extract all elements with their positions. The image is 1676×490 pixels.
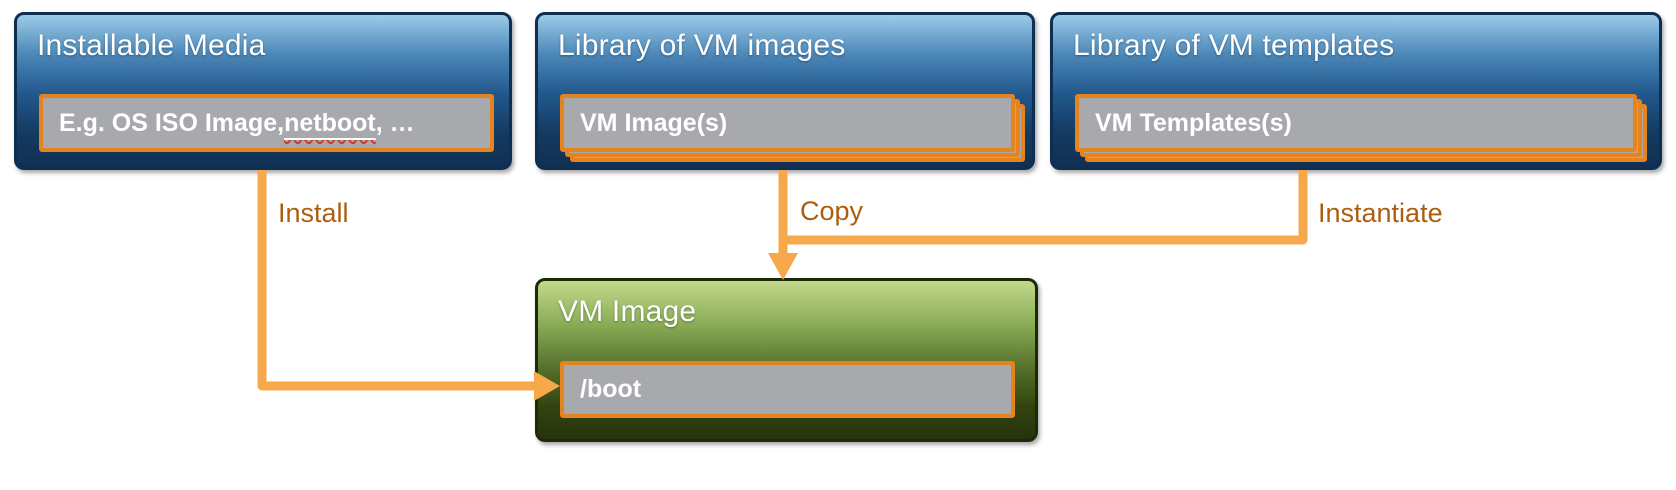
panel-title-vm-image: VM Image [558, 295, 697, 328]
slot-text-boot: /boot [580, 375, 642, 403]
slot-vm-templates-item: VM Templates(s) [1075, 94, 1637, 152]
slot-installable-media-item: E.g. OS ISO Image, netboot, … [39, 94, 494, 152]
panel-vm-images-library: Library of VM images VM Image(s) [535, 12, 1035, 170]
copy-arrowhead-icon [768, 253, 798, 280]
install-arrow-label: Install [278, 198, 349, 228]
slot-text-part-1: E.g. OS ISO Image, [59, 108, 285, 137]
slot-text-part-3: , … [375, 108, 415, 137]
copy-arrow-label: Copy [800, 196, 864, 226]
slot-vm-images-item: VM Image(s) [560, 94, 1015, 152]
slot-vm-image-boot: /boot [560, 361, 1015, 418]
slot-text-vm-images: VM Image(s) [580, 108, 728, 137]
netboot-word: netboot [284, 109, 376, 138]
slot-text-vm-templates: VM Templates(s) [1095, 108, 1292, 137]
instantiate-arrow-label: Instantiate [1318, 198, 1443, 228]
panel-vm-image: VM Image /boot [535, 278, 1038, 442]
panel-vm-templates-library: Library of VM templates VM Templates(s) [1050, 12, 1662, 170]
panel-installable-media: Installable Media E.g. OS ISO Image, net… [14, 12, 512, 170]
netboot-word-inner: netboot [284, 108, 376, 137]
panel-title-installable-media: Installable Media [37, 29, 266, 62]
panel-title-vm-images-library: Library of VM images [558, 29, 846, 62]
panel-title-vm-templates-library: Library of VM templates [1073, 29, 1395, 62]
